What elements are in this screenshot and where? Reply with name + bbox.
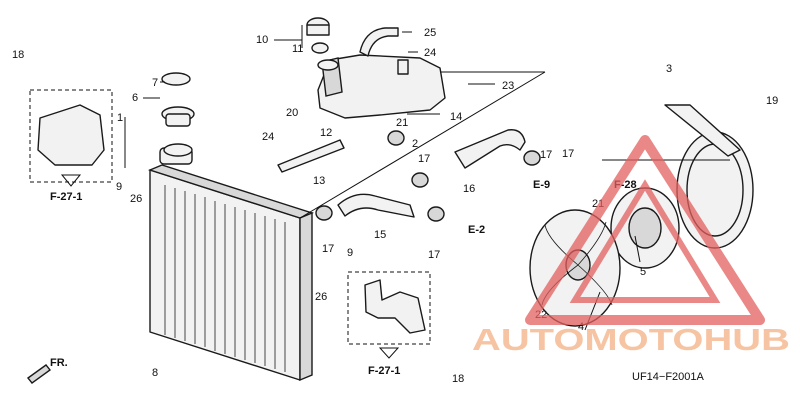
callout-17-d: 17	[428, 249, 440, 261]
watermark-triangle-icon	[525, 135, 765, 325]
radiator	[147, 143, 315, 382]
callout-21-tank: 21	[396, 117, 408, 129]
callout-10: 10	[256, 34, 268, 46]
lower-radiator-hose	[337, 193, 415, 218]
callout-19: 19	[766, 95, 778, 107]
callout-2: 2	[412, 138, 418, 150]
callout-6: 6	[132, 92, 138, 104]
watermark-text: AUTOMOTOHUB	[472, 322, 790, 357]
ref-e-9: E-9	[533, 179, 550, 191]
front-label: FR.	[50, 357, 68, 369]
radiator-bracket-lower	[364, 279, 426, 334]
callout-18-bottom: 18	[452, 373, 464, 385]
callout-25: 25	[424, 27, 436, 39]
ref-e-2: E-2	[468, 224, 485, 236]
callout-14: 14	[450, 111, 462, 123]
callout-17-b: 17	[562, 148, 574, 160]
callout-1: 1	[117, 112, 123, 124]
callout-16: 16	[463, 183, 475, 195]
overflow-hose	[359, 27, 399, 57]
callout-labels: 1 2 3 4 5 6 7 8 9 9 10 11 12 13 14 15 16…	[12, 27, 778, 385]
callout-5: 5	[640, 266, 646, 278]
callout-20: 20	[286, 107, 298, 119]
reserve-tank-cap	[306, 17, 330, 54]
callout-23: 23	[502, 80, 514, 92]
radiator-bracket-left	[37, 104, 105, 166]
callout-15: 15	[374, 229, 386, 241]
callout-12: 12	[320, 127, 332, 139]
front-arrow-icon	[26, 364, 52, 384]
callout-24-tank: 24	[424, 47, 436, 59]
hose-clamps	[315, 130, 541, 222]
automotohub-watermark: AUTOMOTOHUB	[472, 135, 790, 357]
callout-17-e: 17	[540, 149, 552, 161]
reserve-tank	[317, 54, 446, 119]
callout-17-a: 17	[418, 153, 430, 165]
callout-4: 4	[578, 321, 584, 333]
callout-3: 3	[666, 63, 672, 75]
callout-9-lower: 9	[347, 247, 353, 259]
ref-box-left	[29, 89, 113, 183]
callout-17-c: 17	[322, 243, 334, 255]
callout-11: 11	[292, 43, 303, 55]
callout-13: 13	[313, 175, 325, 187]
upper-radiator-hose	[454, 129, 526, 169]
callout-8: 8	[152, 367, 158, 379]
ref-f-27-1-left: F-27-1	[50, 191, 82, 203]
callout-26-left: 26	[130, 193, 142, 205]
callout-18-top: 18	[12, 49, 24, 61]
radiator-cap	[161, 72, 195, 127]
callout-7: 7	[152, 77, 158, 89]
callout-24-hose: 24	[262, 131, 274, 143]
callout-9-left: 9	[116, 181, 122, 193]
callout-26-lower: 26	[315, 291, 327, 303]
siphon-hose	[277, 139, 345, 173]
diagram-code: UF14−F2001A	[632, 371, 705, 383]
ref-f-27-1-bottom: F-27-1	[368, 365, 400, 377]
